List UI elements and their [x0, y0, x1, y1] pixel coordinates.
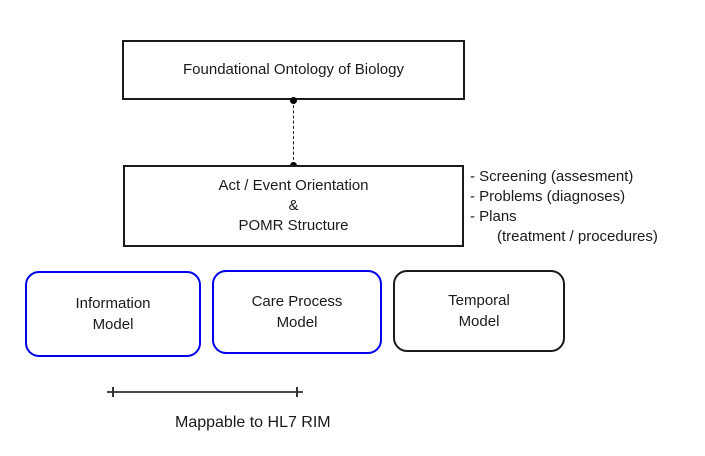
information-model-label-line2: Model	[92, 316, 134, 333]
care-process-model-box: Care Process Model	[212, 270, 382, 354]
temporal-model-box: Temporal Model	[393, 270, 565, 352]
mapping-extent-tick-left	[112, 387, 114, 397]
act-event-orientation-label: Act / Event Orientation	[218, 177, 369, 194]
care-process-model-label-line2: Model	[276, 314, 318, 331]
foundational-ontology-box: Foundational Ontology of Biology	[122, 40, 465, 100]
temporal-model-label-line2: Model	[458, 313, 500, 330]
annotation-plans: - Plans	[470, 208, 517, 225]
temporal-model-label-line1: Temporal	[448, 292, 510, 309]
pomr-annotation-list: - Screening (assesment) - Problems (diag…	[470, 167, 658, 247]
care-process-model-label-line1: Care Process	[251, 293, 343, 310]
mapping-extent-tick-right	[296, 387, 298, 397]
connector-dot-top	[290, 97, 297, 104]
information-model-box: Information Model	[25, 271, 201, 357]
annotation-screening: - Screening (assesment)	[470, 168, 634, 185]
dashed-connector-line	[293, 100, 294, 165]
annotation-plans-continuation: (treatment / procedures)	[497, 228, 658, 245]
mappable-hl7-rim-label: Mappable to HL7 RIM	[175, 414, 331, 431]
ampersand-label: &	[288, 197, 299, 214]
annotation-problems: - Problems (diagnoses)	[470, 188, 626, 205]
mapping-extent-line	[107, 391, 303, 393]
pomr-structure-label: POMR Structure	[238, 217, 349, 234]
information-model-label-line1: Information	[75, 295, 151, 312]
foundational-ontology-label: Foundational Ontology of Biology	[183, 61, 404, 78]
act-event-pomr-box: Act / Event Orientation & POMR Structure	[123, 165, 464, 247]
